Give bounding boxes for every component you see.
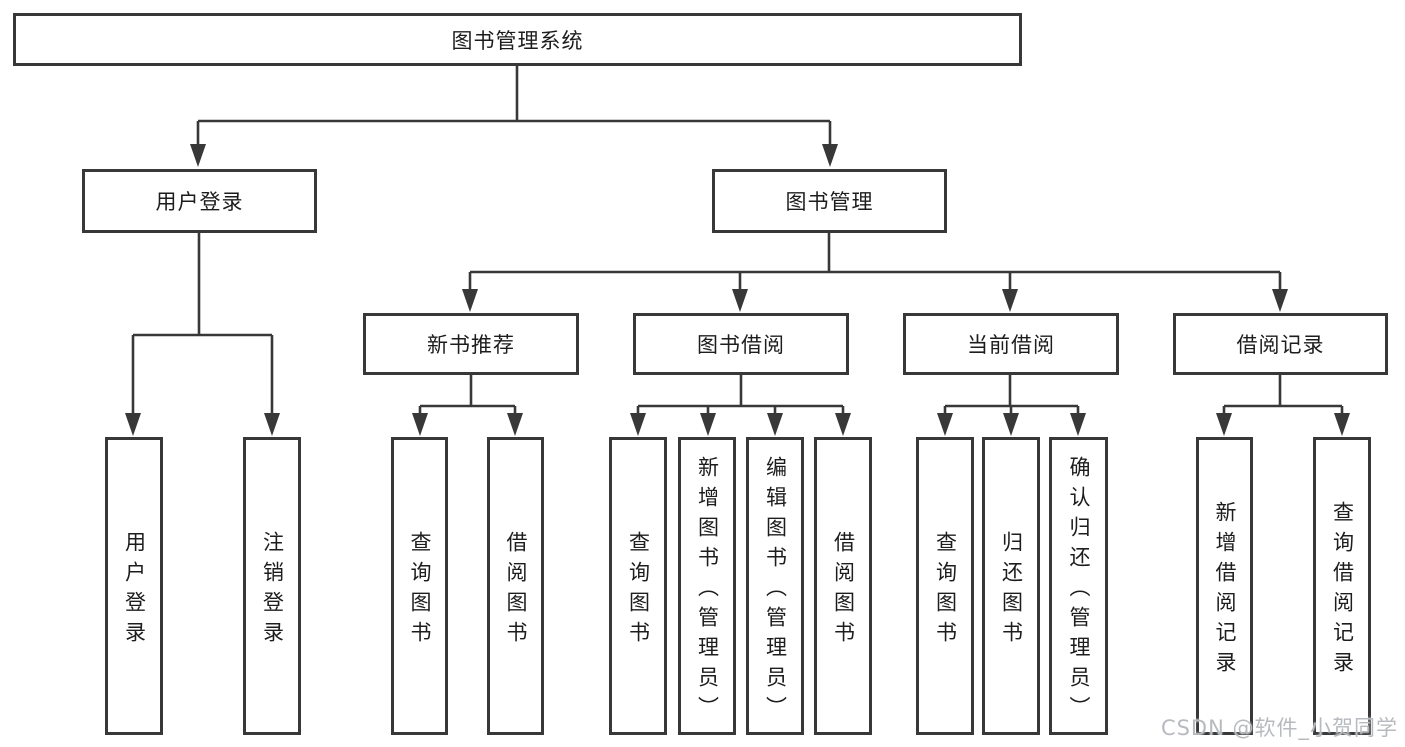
leaf-edit-book-admin: 编辑图书（管理员） (746, 437, 804, 735)
arrowhead-down-icon (412, 413, 428, 436)
leaf-add-borrow-record: 新增借阅记录 (1196, 437, 1253, 735)
leaf-query-borrow-record: 查询借阅记录 (1313, 437, 1371, 735)
arrowhead-down-icon (1216, 413, 1232, 436)
arrowhead-down-icon (1272, 289, 1288, 312)
leaf-label: 确认归还（管理员） (1067, 455, 1091, 726)
arrowhead-down-icon (1334, 413, 1350, 436)
leaf-label: 注销登录 (260, 530, 285, 651)
leaf-label: 借阅图书 (504, 530, 528, 651)
leaf-confirm-return-admin: 确认归还（管理员） (1049, 437, 1108, 735)
arrowhead-down-icon (462, 289, 478, 312)
arrowhead-down-icon (700, 413, 716, 436)
arrowhead-down-icon (1002, 289, 1018, 312)
node-current-borrow: 当前借阅 (903, 313, 1119, 375)
leaf-label: 查询图书 (408, 530, 432, 651)
leaf-add-book-admin: 新增图书（管理员） (678, 437, 736, 735)
leaf-query-books-1: 查询图书 (391, 437, 448, 735)
arrowhead-down-icon (630, 413, 646, 436)
node-library-system: 图书管理系统 (13, 13, 1022, 66)
arrowhead-down-icon (125, 413, 141, 436)
arrowhead-down-icon (732, 289, 748, 312)
node-book-management: 图书管理 (712, 169, 947, 233)
csdn-watermark: CSDN @软件_小贺同学 (1160, 716, 1398, 740)
leaf-label: 归还图书 (999, 530, 1024, 651)
node-book-borrow: 图书借阅 (633, 313, 849, 375)
leaf-query-books-2: 查询图书 (609, 437, 667, 735)
leaf-borrow-books-1: 借阅图书 (487, 437, 544, 735)
leaf-logout: 注销登录 (243, 437, 301, 735)
arrowhead-down-icon (1003, 413, 1019, 436)
arrowhead-down-icon (1070, 413, 1086, 436)
arrowhead-down-icon (507, 413, 523, 436)
arrowhead-down-icon (822, 144, 838, 167)
node-user-login: 用户登录 (82, 169, 317, 233)
arrowhead-down-icon (767, 413, 783, 436)
leaf-label: 查询图书 (626, 530, 651, 651)
leaf-query-books-3: 查询图书 (916, 437, 974, 735)
leaf-label: 查询借阅记录 (1330, 500, 1355, 681)
arrowhead-down-icon (937, 413, 953, 436)
leaf-label: 新增借阅记录 (1213, 500, 1237, 681)
leaf-label: 用户登录 (122, 530, 147, 651)
node-borrow-records: 借阅记录 (1173, 313, 1388, 375)
leaf-label: 新增图书（管理员） (695, 455, 720, 726)
leaf-label: 借阅图书 (831, 530, 856, 651)
leaf-label: 编辑图书（管理员） (763, 455, 788, 726)
leaf-borrow-books-2: 借阅图书 (814, 437, 872, 735)
arrowhead-down-icon (835, 413, 851, 436)
arrowhead-down-icon (264, 413, 280, 436)
leaf-label: 查询图书 (933, 530, 958, 651)
node-new-book-recommend: 新书推荐 (363, 313, 579, 375)
leaf-return-book: 归还图书 (982, 437, 1040, 735)
arrowhead-down-icon (190, 144, 206, 167)
leaf-user-login: 用户登录 (105, 437, 163, 735)
